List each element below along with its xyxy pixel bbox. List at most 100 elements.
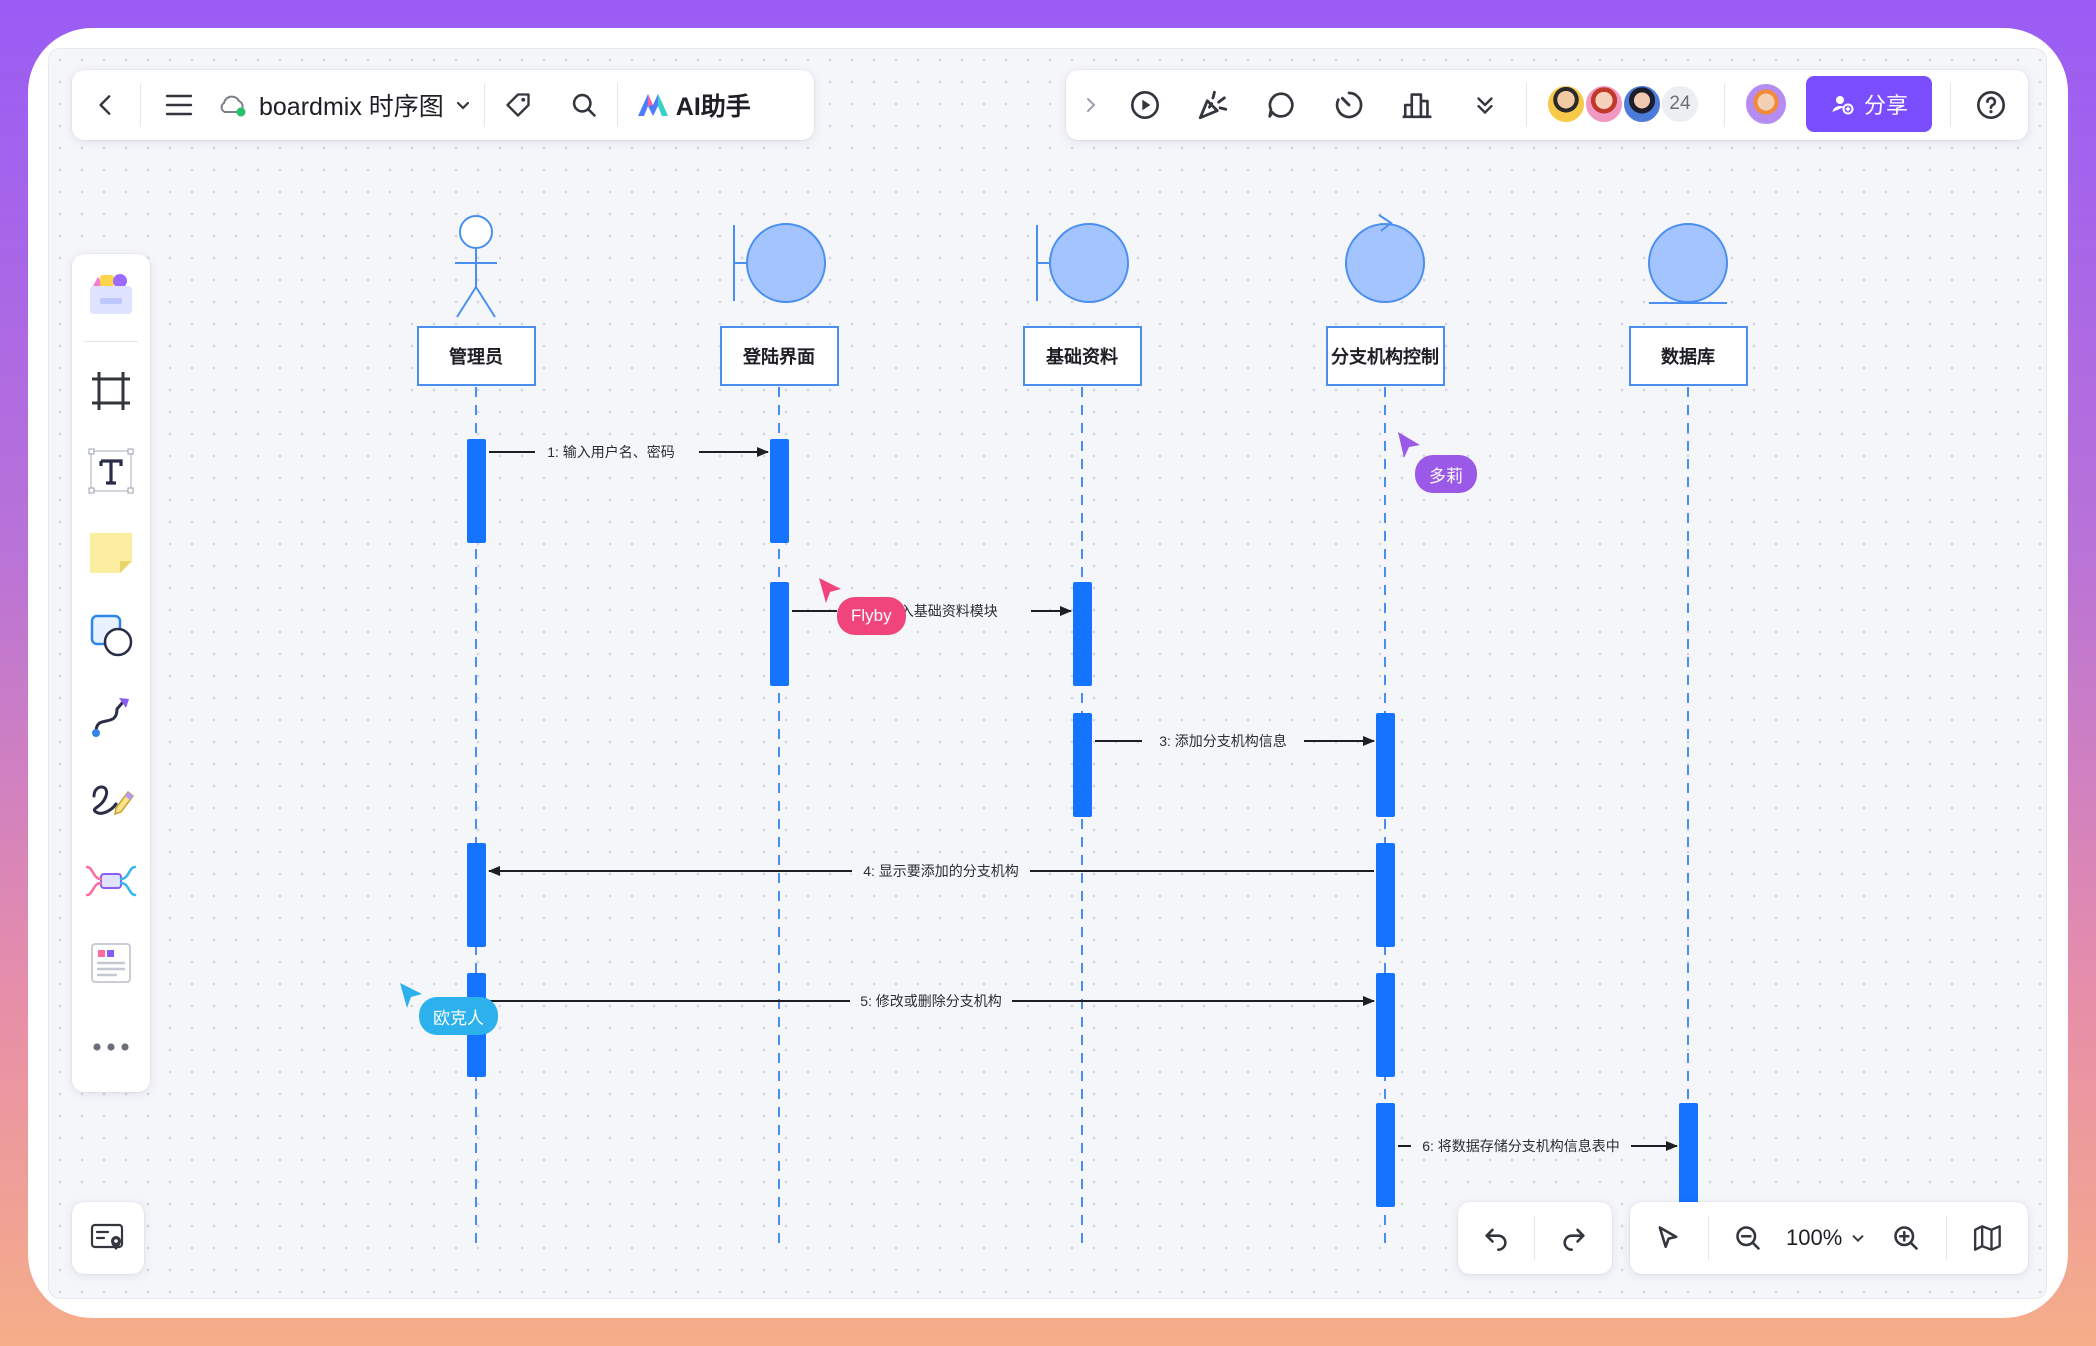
tag-icon <box>506 93 530 117</box>
present-button[interactable] <box>1120 80 1170 130</box>
template-library-icon <box>90 274 132 314</box>
undo-button[interactable] <box>1466 1210 1526 1266</box>
podium-chart-icon <box>1402 93 1432 119</box>
message-label: 3: 添加分支机构信息 <box>1159 733 1287 749</box>
toolbar-divider <box>1724 83 1725 127</box>
undo-icon <box>1485 1228 1507 1251</box>
connector-tool[interactable] <box>80 686 142 748</box>
cursor-select-icon <box>1658 1226 1678 1249</box>
document-title: boardmix 时序图 <box>259 93 444 121</box>
frame-tool[interactable] <box>80 360 142 422</box>
text-tool[interactable] <box>80 440 142 502</box>
collaborator-avatar[interactable] <box>1584 84 1624 124</box>
whiteboard-canvas[interactable]: 管理员 登陆界面 基础资料 分支机构控制 数据库 <box>48 48 2047 1299</box>
more-tools-button[interactable] <box>1460 80 1510 130</box>
zoom-level-dropdown[interactable]: 100% <box>1786 1210 1866 1266</box>
menu-button[interactable] <box>141 70 217 140</box>
share-button[interactable]: 分享 <box>1806 76 1932 132</box>
document-card-icon <box>91 943 131 983</box>
sticky-note-tool[interactable] <box>80 521 142 583</box>
tag-button[interactable] <box>485 70 551 140</box>
toolbar-divider <box>1526 83 1527 127</box>
help-icon <box>1977 91 2005 119</box>
help-button[interactable] <box>1966 80 2016 130</box>
cursor-pointer-icon <box>1398 432 1420 458</box>
actor-figure <box>455 215 497 318</box>
timer-button[interactable] <box>1324 80 1374 130</box>
locate-button[interactable] <box>72 1202 144 1274</box>
cursor-pointer-icon <box>400 983 422 1008</box>
message-label: 1: 输入用户名、密码 <box>547 444 675 460</box>
ai-logo-icon <box>637 94 668 116</box>
participant-box-login <box>720 326 839 386</box>
ai-assistant-button[interactable]: AI助手 <box>618 70 769 140</box>
zoom-out-button[interactable] <box>1722 1210 1774 1266</box>
template-library-tool[interactable] <box>80 262 142 324</box>
play-circle-icon <box>1131 91 1159 119</box>
activation-bar <box>1376 713 1395 817</box>
activation-bar <box>1073 582 1092 686</box>
document-title-button[interactable]: boardmix 时序图 <box>217 70 484 140</box>
back-button[interactable] <box>72 70 140 140</box>
toolbar-divider <box>140 83 141 127</box>
shape-tool[interactable] <box>80 604 142 666</box>
timer-icon <box>1335 91 1363 119</box>
minimap-button[interactable] <box>1960 1210 2016 1266</box>
hamburger-menu-icon <box>165 94 193 116</box>
participant-box-branch-control <box>1326 326 1445 386</box>
participant-box-admin <box>417 326 536 386</box>
map-locate-icon <box>90 1223 124 1250</box>
sequence-diagram[interactable]: 管理员 登陆界面 基础资料 分支机构控制 数据库 <box>49 49 2046 1298</box>
celebrate-button[interactable] <box>1188 80 1238 130</box>
cursor-tag-flyby: Flyby <box>837 597 906 635</box>
share-label: 分享 <box>1863 93 1908 118</box>
chevron-down-icon <box>456 101 469 110</box>
shapes-icon <box>90 614 133 657</box>
zoom-level-label: 100% <box>1786 1225 1843 1250</box>
vote-button[interactable] <box>1392 80 1442 130</box>
card-tool[interactable] <box>80 932 142 994</box>
mindmap-tool[interactable] <box>80 850 142 912</box>
activation-bar <box>1376 973 1395 1077</box>
more-dots-icon <box>93 1043 129 1051</box>
zoom-in-button[interactable] <box>1880 1210 1932 1266</box>
boundary-symbol-login <box>733 223 826 303</box>
message-label: 5: 修改或删除分支机构 <box>860 993 1002 1009</box>
select-tool-button[interactable] <box>1640 1210 1696 1266</box>
zoom-out-icon <box>1736 1226 1760 1250</box>
map-icon <box>1973 1225 2001 1251</box>
sticky-note-icon <box>90 533 132 573</box>
participant-label: 数据库 <box>1661 346 1715 367</box>
curve-connector-icon <box>92 698 129 737</box>
add-user-icon <box>1832 96 1854 115</box>
chevron-left-icon <box>99 95 111 115</box>
activation-bar <box>1376 843 1395 947</box>
text-icon <box>88 448 134 494</box>
more-tools-sidebar-button[interactable] <box>80 1016 142 1078</box>
activation-bar <box>1679 1103 1698 1213</box>
collaborator-count-badge[interactable]: 24 <box>1660 84 1700 124</box>
top-left-toolbar: boardmix 时序图 AI助手 <box>72 70 814 140</box>
collaborator-avatar[interactable] <box>1622 84 1662 124</box>
pen-tool[interactable] <box>80 768 142 830</box>
collaborator-avatar[interactable] <box>1546 84 1586 124</box>
activation-bar <box>467 843 486 947</box>
current-user-avatar[interactable] <box>1744 82 1788 126</box>
toolbar-divider <box>483 83 485 127</box>
comment-button[interactable] <box>1256 80 1306 130</box>
party-popper-icon <box>1198 90 1228 120</box>
activation-bar <box>1073 713 1092 817</box>
toolbar-divider <box>616 83 618 127</box>
comment-bubble-icon <box>1268 92 1294 118</box>
redo-button[interactable] <box>1544 1210 1604 1266</box>
participant-box-basic <box>1023 326 1142 386</box>
chevron-right-icon <box>1087 98 1096 112</box>
expand-toolbar-button[interactable] <box>1076 80 1106 130</box>
cursor-pointer-icon <box>819 578 841 603</box>
frame-icon <box>92 372 130 410</box>
toolbar-divider <box>1708 1216 1709 1260</box>
cloud-saved-icon <box>220 95 246 117</box>
chevron-down-icon <box>1852 1235 1864 1243</box>
search-button[interactable] <box>551 70 617 140</box>
redo-icon <box>1563 1228 1585 1251</box>
